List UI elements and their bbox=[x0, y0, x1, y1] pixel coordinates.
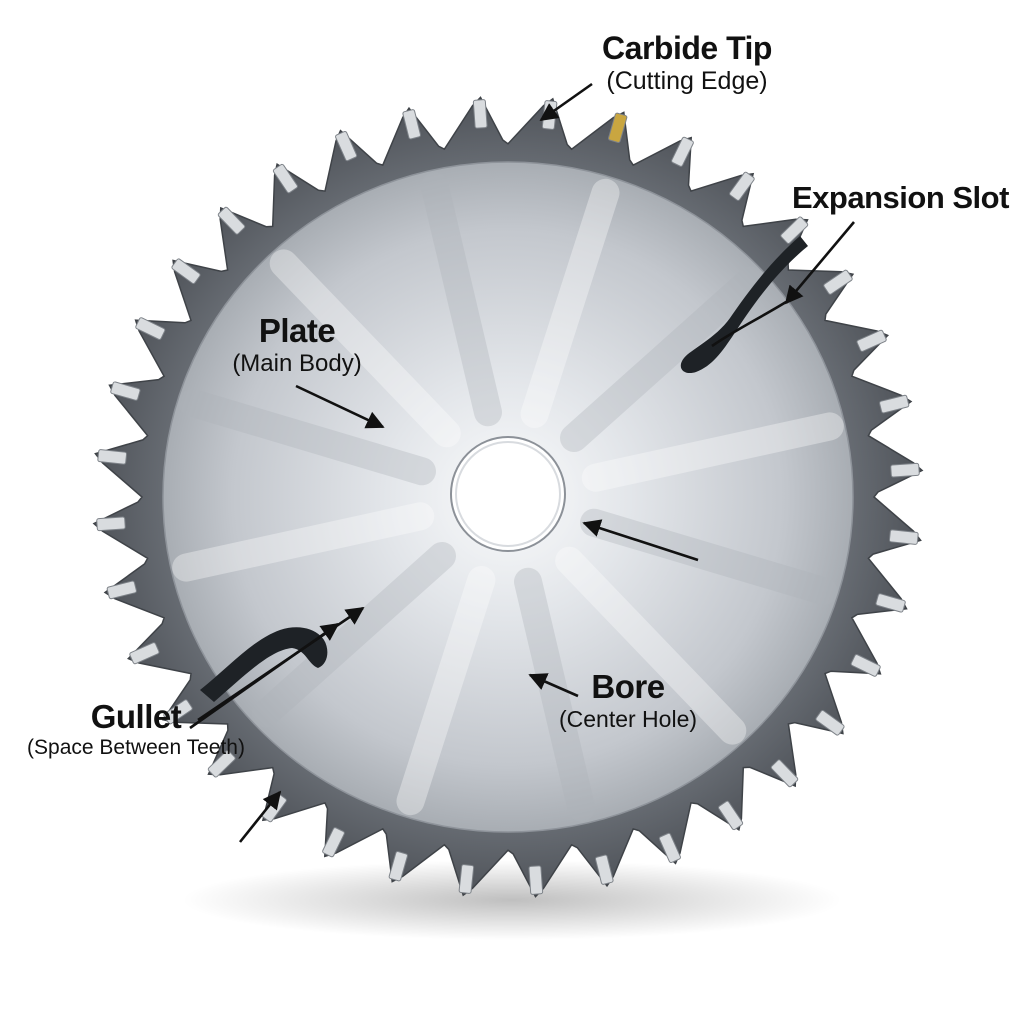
expansion-slot-title: Expansion Slot bbox=[792, 180, 1009, 215]
bore-hole-inner-edge bbox=[455, 441, 561, 547]
carbide-tip bbox=[856, 329, 887, 352]
bore-label: Bore (Center Hole) bbox=[546, 668, 710, 732]
carbide-tip-label: Carbide Tip (Cutting Edge) bbox=[592, 30, 782, 96]
sheen-streak bbox=[396, 566, 496, 816]
carbide-tip bbox=[272, 163, 298, 194]
plate-arrow bbox=[295, 384, 385, 429]
carbide-tip bbox=[875, 593, 906, 613]
gullet-title: Gullet bbox=[90, 698, 182, 735]
carbide-tip bbox=[96, 516, 126, 532]
gullet-subtitle: (Space Between Teeth) bbox=[27, 735, 245, 759]
bore-side-arrow bbox=[582, 519, 699, 562]
bore-arrow bbox=[528, 673, 579, 698]
gullet-slot bbox=[200, 627, 328, 702]
bore-subtitle: (Center Hole) bbox=[558, 705, 698, 732]
callout-arrows bbox=[189, 82, 855, 843]
plate-title: Plate bbox=[258, 312, 336, 349]
carbide-tip bbox=[888, 529, 919, 545]
carbide-tip bbox=[388, 851, 408, 882]
sheen-streak bbox=[580, 508, 838, 606]
sheen-streak bbox=[555, 546, 747, 745]
carbide-tip bbox=[671, 136, 694, 167]
sheen-streak bbox=[520, 178, 620, 428]
blade-shadow bbox=[182, 860, 842, 940]
carbide-tip bbox=[729, 171, 755, 201]
carbide-tip bbox=[528, 865, 544, 895]
carbide-tip bbox=[718, 800, 744, 831]
sheen-streak bbox=[269, 249, 461, 448]
carbide-tip bbox=[97, 449, 128, 465]
carbide-tip bbox=[135, 317, 166, 340]
carbide-tip bbox=[879, 394, 910, 414]
carbide-tip bbox=[110, 381, 141, 401]
sheen-streak bbox=[178, 388, 436, 486]
sheen-streak bbox=[420, 172, 502, 427]
expansion-slot bbox=[680, 236, 808, 374]
carbide-tips bbox=[96, 99, 920, 895]
expansion-slot-arrow bbox=[784, 221, 855, 305]
carbide-tip bbox=[402, 109, 421, 140]
carbide-tip bbox=[608, 112, 628, 143]
carbide-tip bbox=[595, 854, 614, 885]
carbide-tip bbox=[472, 99, 488, 129]
carbide-tip bbox=[335, 131, 358, 162]
expansion-slot-pointer bbox=[711, 300, 787, 348]
carbide-tip bbox=[458, 864, 475, 894]
carbide-tip bbox=[322, 827, 345, 858]
expansion-slot-label: Expansion Slot bbox=[792, 180, 1009, 216]
carbide-tip-title: Carbide Tip bbox=[602, 30, 772, 66]
carbide-tip bbox=[171, 258, 201, 284]
carbide-tip bbox=[129, 642, 160, 665]
gullet-arrow-mid bbox=[189, 622, 340, 730]
carbide-tip bbox=[815, 710, 845, 736]
bore-title: Bore bbox=[591, 668, 665, 705]
carbide-tip bbox=[780, 216, 809, 244]
plate-label: Plate (Main Body) bbox=[212, 312, 382, 378]
carbide-tip bbox=[658, 832, 681, 863]
carbide-tip bbox=[106, 580, 137, 600]
carbide-tip bbox=[770, 759, 799, 788]
carbide-tip bbox=[207, 750, 236, 778]
gullet-label: Gullet (Space Between Teeth) bbox=[18, 698, 254, 760]
sheen-streak bbox=[560, 266, 765, 452]
carbide-tip-arrow bbox=[539, 82, 593, 122]
saw-blade bbox=[92, 96, 924, 898]
bore-hole bbox=[450, 436, 566, 552]
brushed-metal-sheen bbox=[172, 172, 844, 822]
carbide-tip bbox=[850, 654, 881, 677]
plate-subtitle: (Main Body) bbox=[232, 349, 362, 377]
carbide-tip bbox=[890, 462, 920, 478]
sheen-streak bbox=[251, 542, 456, 728]
gullet-arrow-lower bbox=[238, 790, 282, 843]
carbide-tip bbox=[217, 206, 246, 235]
carbide-tip-subtitle: (Cutting Edge) bbox=[606, 66, 768, 95]
sheen-streak bbox=[581, 412, 844, 492]
sheen-streak bbox=[172, 502, 435, 582]
sheen-streak bbox=[514, 567, 596, 822]
carbide-tip bbox=[163, 699, 193, 725]
carbide-tip bbox=[823, 269, 853, 295]
